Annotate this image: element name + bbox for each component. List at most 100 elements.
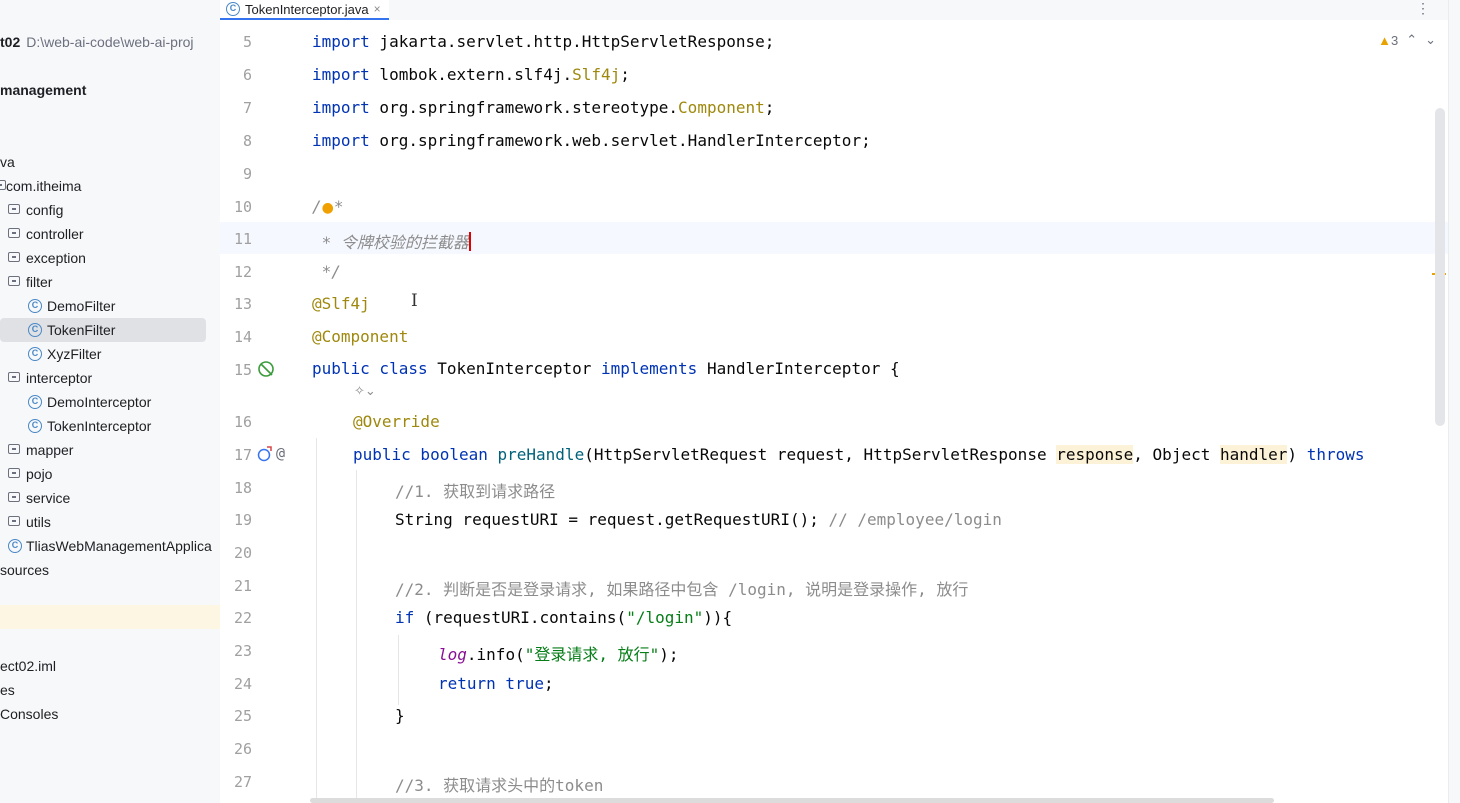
tree-item-resources[interactable]: sources <box>0 562 50 578</box>
tree-item-pojo[interactable]: pojo <box>0 462 220 486</box>
tree-item-consoles[interactable]: Consoles <box>0 706 59 722</box>
ai-suggestion-icon[interactable]: ✧⌄ <box>354 384 376 399</box>
tree-item-application[interactable]: C TliasWebManagementApplica <box>0 534 220 558</box>
code-line-7[interactable]: import org.springframework.stereotype.Co… <box>312 98 775 117</box>
tree-item-tokenfilter[interactable]: C TokenFilter <box>0 318 206 342</box>
editor-tab-bar: C TokenInterceptor.java × ⋮ <box>220 0 1448 21</box>
code-line-22[interactable]: if (requestURI.contains("/login")){ <box>395 608 733 627</box>
tree-item-mapper[interactable]: mapper <box>0 438 220 462</box>
tree-item-libraries[interactable]: es <box>0 682 15 698</box>
tree-item-demofilter[interactable]: C DemoFilter <box>0 294 220 318</box>
line-number: 23 <box>233 642 252 660</box>
tree-item-xyzfilter[interactable]: C XyzFilter <box>0 342 220 366</box>
tree-item-demointerceptor[interactable]: C DemoInterceptor <box>0 390 220 414</box>
line-number: 18 <box>233 479 252 497</box>
lightbulb-icon[interactable]: ● <box>321 200 334 216</box>
folder-icon <box>8 444 20 454</box>
tree-item-config[interactable]: config <box>0 198 220 222</box>
code-line-15[interactable]: public class TokenInterceptor implements… <box>312 359 900 378</box>
class-icon: C <box>28 395 42 409</box>
folder-icon <box>8 228 20 238</box>
code-line-16[interactable]: @Override <box>353 412 440 431</box>
project-name: t02 <box>0 34 21 50</box>
line-number: 24 <box>233 675 252 693</box>
no-usages-icon[interactable] <box>257 360 277 380</box>
tree-item-iml[interactable]: ect02.iml <box>0 658 57 674</box>
indent-guide <box>356 470 357 803</box>
indent-guide <box>316 438 317 803</box>
line-number: 5 <box>242 33 252 51</box>
tree-item-exception[interactable]: exception <box>0 246 220 270</box>
line-number: 12 <box>233 263 252 281</box>
code-line-5[interactable]: import jakarta.servlet.http.HttpServletR… <box>312 32 775 51</box>
indent-guide <box>398 635 399 705</box>
project-root[interactable]: t02 D:\web-ai-code\web-ai-proj <box>0 30 220 54</box>
code-line-13[interactable]: @Slf4j <box>312 294 370 313</box>
tree-item-filter[interactable]: filter <box>0 270 220 294</box>
override-method-icon[interactable] <box>256 445 274 463</box>
line-number: 13 <box>233 295 252 313</box>
line-number: 21 <box>233 577 252 595</box>
code-line-25[interactable]: } <box>395 706 405 725</box>
line-number: 25 <box>233 707 252 725</box>
more-vertical-icon[interactable]: ⋮ <box>1416 0 1430 16</box>
line-number: 11 <box>233 230 252 248</box>
line-number: 16 <box>233 413 252 431</box>
tree-item-utils[interactable]: utils <box>0 510 220 534</box>
code-line-8[interactable]: import org.springframework.web.servlet.H… <box>312 131 871 150</box>
mouse-text-cursor-icon: I <box>411 291 418 311</box>
code-line-23[interactable]: log.info("登录请求, 放行"); <box>438 645 679 664</box>
chevron-down-icon[interactable]: ⌄ <box>1425 32 1436 47</box>
code-line-14[interactable]: @Component <box>312 327 409 346</box>
text-caret <box>468 232 471 251</box>
code-line-27[interactable]: //3. 获取请求头中的token <box>395 776 604 795</box>
code-line-17[interactable]: public boolean preHandle(HttpServletRequ… <box>353 445 1365 464</box>
horizontal-scrollbar[interactable] <box>310 798 1274 803</box>
code-line-24[interactable]: return true; <box>438 674 554 693</box>
line-number: 8 <box>242 132 252 150</box>
folder-icon <box>8 372 20 382</box>
project-path: D:\web-ai-code\web-ai-proj <box>26 34 194 50</box>
folder-icon <box>8 276 20 286</box>
line-number: 15 <box>233 361 252 379</box>
tree-item-package[interactable]: com.itheima <box>0 174 220 198</box>
class-icon: C <box>28 347 42 361</box>
code-line-10[interactable]: /●* <box>312 197 344 216</box>
line-number: 19 <box>233 511 252 529</box>
project-tree: t02 D:\web-ai-code\web-ai-proj management… <box>0 0 221 803</box>
vertical-scrollbar[interactable] <box>1435 108 1445 426</box>
package-icon <box>0 180 6 190</box>
tree-item-interceptor[interactable]: interceptor <box>0 366 220 390</box>
right-tool-strip <box>1448 0 1460 803</box>
code-line-12[interactable]: */ <box>312 262 341 281</box>
code-line-18[interactable]: //1. 获取到请求路径 <box>395 482 556 501</box>
code-line-19[interactable]: String requestURI = request.getRequestUR… <box>395 510 1002 529</box>
code-line-21[interactable]: //2. 判断是否是登录请求, 如果路径中包含 /login, 说明是登录操作,… <box>395 580 969 599</box>
class-icon: C <box>226 2 240 16</box>
close-icon[interactable]: × <box>373 2 381 16</box>
folder-icon <box>8 492 20 502</box>
line-number: 7 <box>242 99 252 117</box>
tree-item-controller[interactable]: controller <box>0 222 220 246</box>
inspections-widget[interactable]: ▲3 ⌃ ⌄ <box>1378 32 1436 48</box>
tree-item-service[interactable]: service <box>0 486 220 510</box>
code-line-11[interactable]: * 令牌校验的拦截器 <box>312 232 471 252</box>
tree-item-highlighted[interactable] <box>0 605 220 629</box>
line-number: 17 <box>233 446 252 464</box>
tree-item-tokeninterceptor[interactable]: C TokenInterceptor <box>0 414 220 438</box>
tree-item-java[interactable]: va <box>0 154 15 170</box>
annotation-at-icon[interactable]: @ <box>276 444 286 462</box>
line-number: 10 <box>233 198 252 216</box>
chevron-up-icon[interactable]: ⌃ <box>1406 32 1418 47</box>
class-icon: C <box>28 419 42 433</box>
editor-tab[interactable]: C TokenInterceptor.java × <box>220 0 389 20</box>
line-number: 26 <box>233 740 252 758</box>
code-line-6[interactable]: import lombok.extern.slf4j.Slf4j; <box>312 65 630 84</box>
folder-icon <box>8 468 20 478</box>
code-editor[interactable]: ▲3 ⌃ ⌄ 5 6 7 8 9 10 11 12 13 14 15 16 17… <box>220 20 1448 803</box>
tab-filename: TokenInterceptor.java <box>245 1 369 17</box>
tree-item-module[interactable]: management <box>0 82 87 98</box>
class-icon: C <box>28 323 42 337</box>
current-line-highlight <box>220 222 1448 254</box>
line-number: 9 <box>242 165 252 183</box>
